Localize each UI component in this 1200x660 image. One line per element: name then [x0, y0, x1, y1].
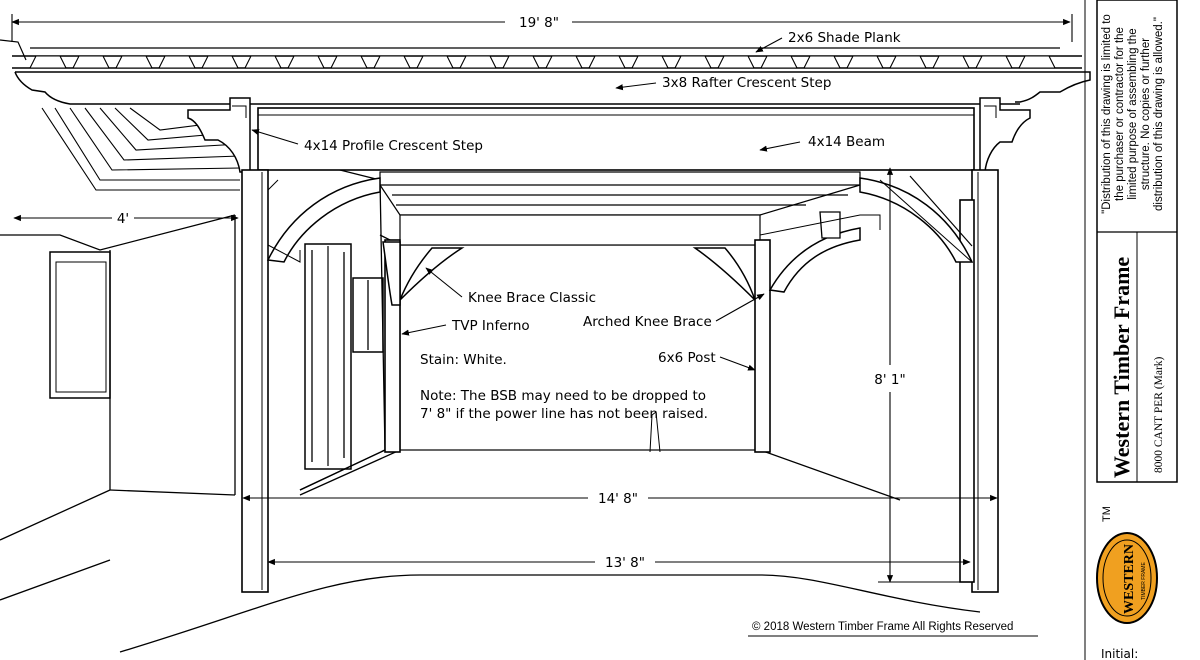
- disclaimer-line-3: limited purpose of assembling the: [1127, 28, 1139, 199]
- classic-knee-braces: [382, 241, 756, 306]
- shade-plank-end: [244, 55, 282, 69]
- shade-plank-end: [502, 55, 540, 69]
- dim-overhang: 4': [117, 211, 129, 227]
- callout-shade-plank: 2x6 Shade Plank: [788, 30, 901, 46]
- logo-word: WESTERN: [1122, 544, 1137, 614]
- shade-plank-end: [588, 55, 626, 69]
- trademark-mark: TM: [1101, 506, 1113, 522]
- shade-plank-end: [545, 55, 583, 69]
- shade-plank-end: [975, 55, 1013, 69]
- profile-ends: [187, 97, 1031, 173]
- arched-knee-braces: [266, 175, 974, 293]
- dim-post-outer-span: 14' 8": [598, 491, 638, 507]
- shade-plank-end: [717, 55, 755, 69]
- disclaimer-line-4: structure. No copies or further: [1140, 38, 1152, 190]
- note-stain: Stain: White.: [420, 352, 507, 368]
- callout-profile: 4x14 Profile Crescent Step: [304, 138, 483, 154]
- shade-plank-end: [803, 55, 841, 69]
- company-name: Western Timber Frame: [1109, 257, 1134, 478]
- callout-tvp: TVP Inferno: [451, 318, 530, 334]
- leader-lines: [251, 37, 801, 371]
- note-bsb-line2: 7' 8" if the power line has not been rai…: [420, 406, 708, 422]
- shade-plank-end: [201, 55, 239, 69]
- callout-arched-knee-brace: Arched Knee Brace: [583, 314, 712, 330]
- callout-post: 6x6 Post: [658, 350, 716, 366]
- shade-planks: [12, 47, 1082, 69]
- shade-plank-end: [889, 55, 927, 69]
- initial-label: Initial:: [1101, 647, 1138, 660]
- shade-plank-end: [932, 55, 970, 69]
- callout-rafter: 3x8 Rafter Crescent Step: [662, 75, 831, 91]
- note-bsb-line1: Note: The BSB may need to be dropped to: [420, 388, 706, 404]
- shade-plank-end: [760, 55, 798, 69]
- disclaimer-line-2: the purchaser or contractor for the: [1114, 27, 1126, 201]
- shade-plank-end: [330, 55, 368, 69]
- shade-plank-end: [631, 55, 669, 69]
- shade-plank-end: [373, 55, 411, 69]
- model-name: 8000 CANT PER (Mark): [1153, 356, 1165, 473]
- shade-plank-end: [846, 55, 884, 69]
- dim-post-height: 8' 1": [874, 372, 905, 388]
- beam: [257, 107, 975, 171]
- western-logo: WESTERN TIMBER FRAME: [1096, 532, 1158, 624]
- shade-plank-end: [674, 55, 712, 69]
- callout-knee-brace-classic: Knee Brace Classic: [468, 290, 596, 306]
- shade-plank-end: [29, 55, 67, 69]
- copyright-text: © 2018 Western Timber Frame All Rights R…: [752, 621, 1013, 633]
- back-structure: [379, 171, 861, 246]
- shade-plank-end: [459, 55, 497, 69]
- shade-plank-end: [287, 55, 325, 69]
- shade-plank-end: [416, 55, 454, 69]
- disclaimer-line-1: "Distribution of this drawing is limited…: [1101, 14, 1113, 214]
- callout-beam: 4x14 Beam: [808, 134, 885, 150]
- dim-overall-width: 19' 8": [519, 15, 559, 31]
- shade-plank-end: [1018, 55, 1056, 69]
- shade-plank-end: [72, 55, 110, 69]
- logo-subtext: TIMBER FRAME: [1141, 562, 1147, 600]
- house-background: [0, 159, 981, 653]
- posts: [241, 169, 999, 593]
- dimension-lines: [11, 14, 1073, 583]
- shade-plank-end: [115, 55, 153, 69]
- shade-plank-end: [158, 55, 196, 69]
- dim-post-inner-span: 13' 8": [605, 555, 645, 571]
- title-block: "Distribution of this drawing is limited…: [1084, 0, 1178, 660]
- disclaimer-line-5: distribution of this drawing is allowed.…: [1153, 17, 1165, 211]
- rafter: [0, 39, 1091, 105]
